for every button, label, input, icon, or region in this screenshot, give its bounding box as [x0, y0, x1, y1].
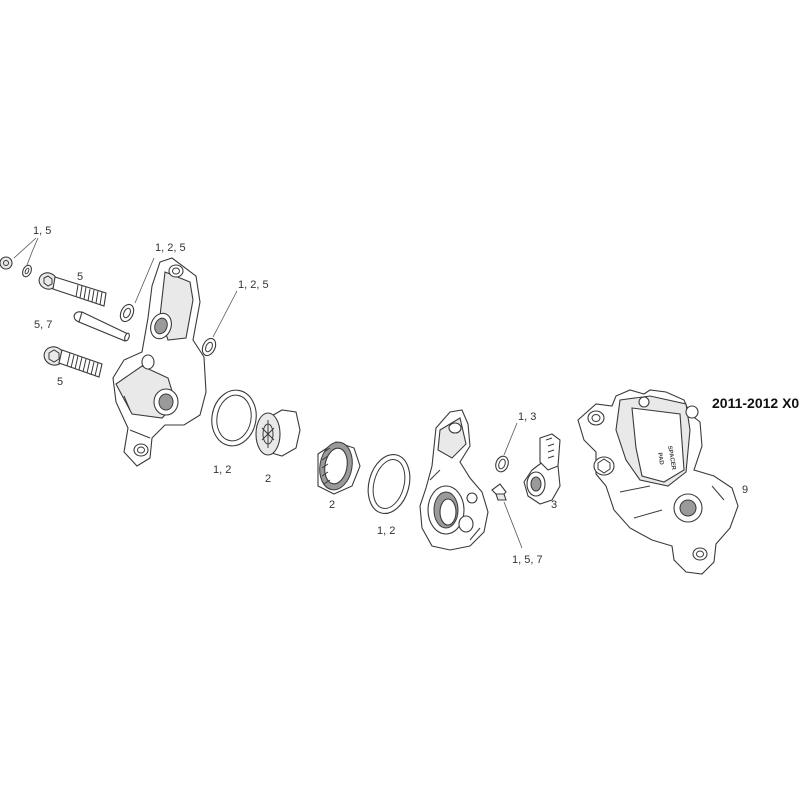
callout-oring: 1, 3	[518, 411, 536, 423]
callout-banjo: 3	[551, 499, 557, 511]
small-oring	[495, 455, 509, 473]
top-bolt	[38, 272, 107, 307]
callout-bottom-bolt: 5	[57, 376, 63, 388]
callout-seal-b: 1, 2, 5	[238, 279, 269, 291]
callout-pin: 5, 7	[34, 319, 52, 331]
stamp-pad: PAD	[656, 452, 664, 466]
callout-piston-left: 2	[265, 473, 271, 485]
stamp-spacer: SPACER	[666, 445, 676, 471]
seal-a	[119, 303, 135, 323]
callout-top-bolt: 5	[77, 271, 83, 283]
callout-piston-right: 2	[329, 499, 335, 511]
diagram-title: 2011-2012 X0	[712, 395, 799, 411]
guide-pin	[73, 311, 130, 342]
bottom-bolt	[43, 346, 103, 378]
callout-ring-right: 1, 2	[377, 525, 395, 537]
small-washers	[0, 256, 32, 278]
callout-ring-left: 1, 2	[213, 464, 231, 476]
caliper-assembly: PAD SPACER	[577, 389, 739, 575]
piston-left	[255, 409, 301, 457]
piston-right	[317, 441, 361, 495]
banjo-fitting	[523, 433, 561, 505]
seal-b	[201, 337, 217, 357]
caliper-half-middle	[419, 409, 489, 551]
seal-ring-right	[367, 454, 411, 514]
callout-assembly: 9	[742, 484, 748, 496]
callout-clip: 1, 5, 7	[512, 554, 543, 566]
retaining-clip	[491, 483, 507, 501]
callout-washers: 1, 5	[33, 225, 51, 237]
caliper-half-left	[112, 257, 207, 467]
callout-seal-a: 1, 2, 5	[155, 242, 186, 254]
leader-washers	[26, 237, 39, 266]
seal-ring-left	[211, 389, 257, 447]
